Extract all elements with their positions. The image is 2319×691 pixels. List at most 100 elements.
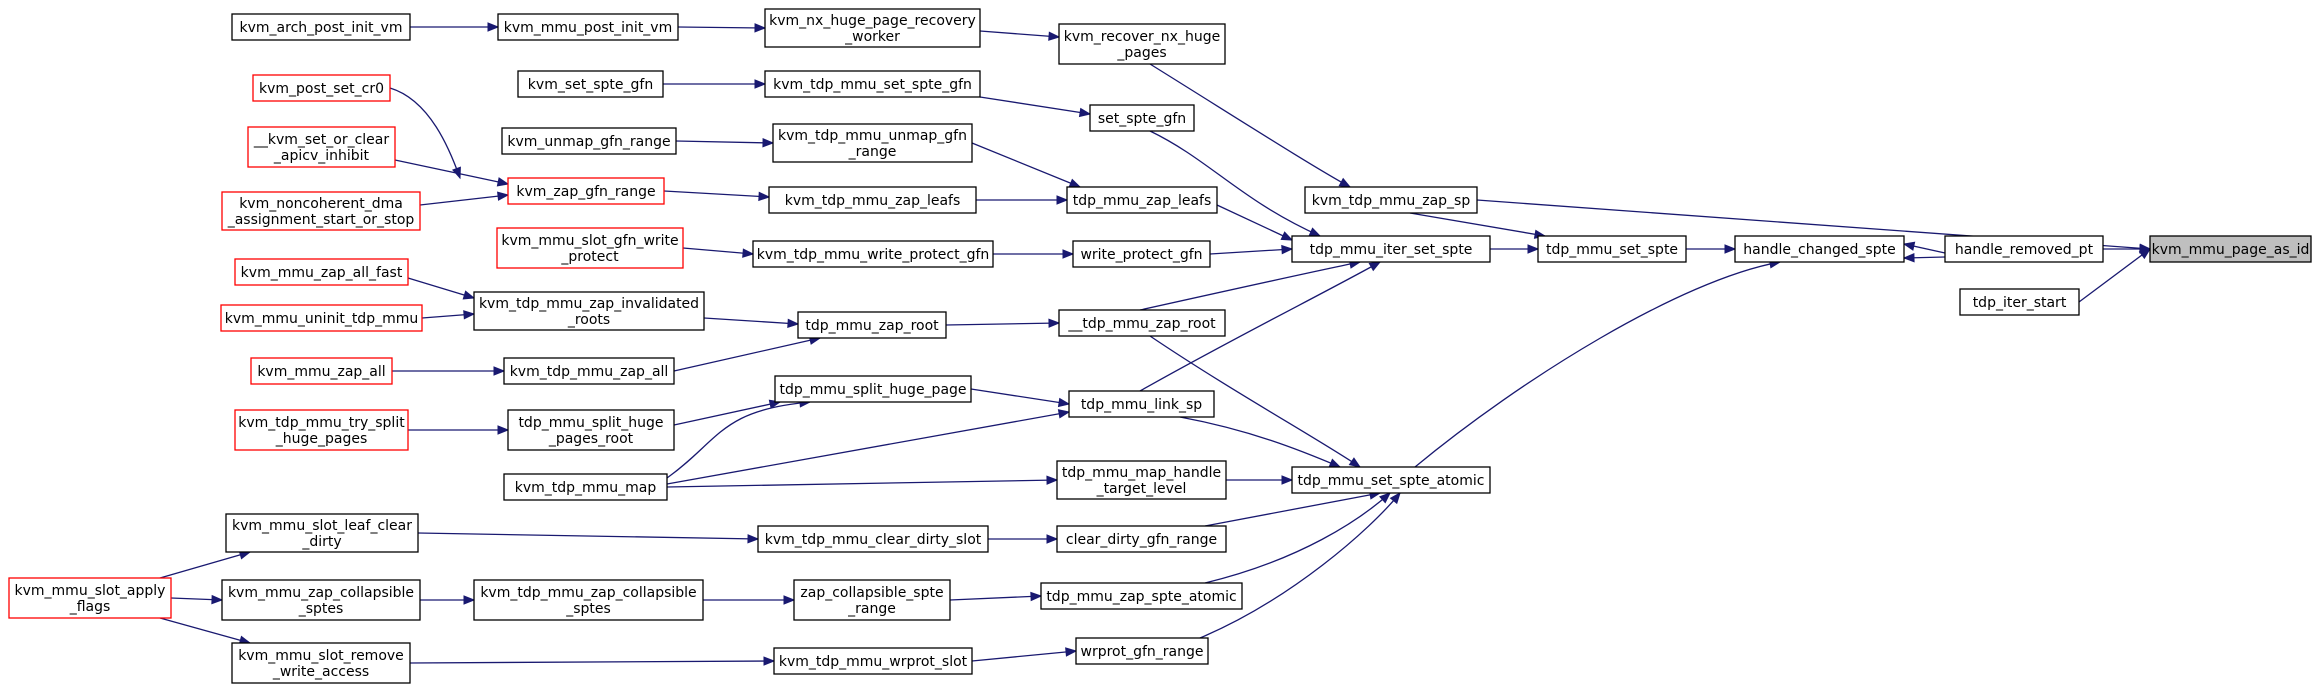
edge-apicv-to-zap_gfn_range <box>394 159 510 187</box>
node-box <box>774 375 972 403</box>
node-label: kvm_mmu_page_as_id <box>2152 242 2310 258</box>
node-box <box>507 177 665 205</box>
node-label: _dirty <box>301 534 341 550</box>
node-box <box>517 70 664 98</box>
node-split-huge-page[interactable]: tdp_mmu_split_huge_page <box>774 375 972 403</box>
node-tdp-mmu-set-spte[interactable]: tdp_mmu_set_spte <box>1537 235 1687 263</box>
node-box <box>497 13 679 41</box>
arrow-head <box>493 366 506 376</box>
node-recover-nx[interactable]: kvm_recover_nx_huge_pages <box>1058 23 1226 65</box>
node-arch-post-init[interactable]: kvm_arch_post_init_vm <box>231 13 411 41</box>
node-clear-dirty[interactable]: clear_dirty_gfn_range <box>1056 525 1227 553</box>
node-box <box>1089 104 1195 132</box>
node-tdp-zap-collapsible[interactable]: kvm_tdp_mmu_zap_collapsible_sptes <box>473 579 704 621</box>
node-kvm-set-spte-gfn[interactable]: kvm_set_spte_gfn <box>517 70 664 98</box>
arrow-head <box>783 595 796 605</box>
edge-line <box>675 140 774 144</box>
node-try-split[interactable]: kvm_tdp_mmu_try_split_huge_pages <box>234 409 409 451</box>
edge-line <box>1216 204 1293 241</box>
edge-line <box>1209 248 1293 255</box>
node-slot-remove-wa[interactable]: kvm_mmu_slot_remove_write_access <box>231 642 411 684</box>
arrow-head <box>1389 491 1401 505</box>
arrow-head <box>1281 244 1294 255</box>
node-tdp-zap-all[interactable]: kvm_tdp_mmu_zap_all <box>503 357 675 385</box>
edge-line <box>1204 492 1381 527</box>
node-box <box>1056 525 1227 553</box>
node-tdp-mmu-set-spte-atomic[interactable]: tdp_mmu_set_spte_atomic <box>1291 466 1491 494</box>
edge-line <box>417 532 759 540</box>
edge-tdp_write_protect-to-write_protect_gfn <box>993 249 1075 259</box>
edge-wrprot_gfn-to-tdp_mmu_set_spte_atomic <box>1199 491 1401 639</box>
edge-mmu_zap_collapsible-to-tdp_zap_collapsible <box>420 595 476 605</box>
node-slot-gfn-wp[interactable]: kvm_mmu_slot_gfn_write_protect <box>496 227 684 269</box>
node-zap-root[interactable]: tdp_mmu_zap_root <box>797 311 947 339</box>
node-tdp-map[interactable]: kvm_tdp_mmu_map <box>503 473 668 501</box>
node-split-root[interactable]: tdp_mmu_split_huge_pages_root <box>507 409 675 451</box>
node-zap-all[interactable]: kvm_mmu_zap_all <box>250 357 393 385</box>
node-write-protect-gfn[interactable]: write_protect_gfn <box>1072 240 1211 268</box>
node-tdp-unmap[interactable]: kvm_tdp_mmu_unmap_gfn_range <box>772 123 973 163</box>
node-handle-changed-spte[interactable]: handle_changed_spte <box>1734 235 1905 263</box>
node-box <box>250 357 393 385</box>
node-set-spte-gfn[interactable]: set_spte_gfn <box>1089 104 1195 132</box>
node-zap-root[interactable]: __tdp_mmu_zap_root <box>1058 309 1226 337</box>
node-zap-invalidated[interactable]: kvm_tdp_mmu_zap_invalidated_roots <box>473 291 705 331</box>
arrow-head <box>1056 195 1069 205</box>
node-mmu-zap-collapsible[interactable]: kvm_mmu_zap_collapsible_sptes <box>221 579 421 621</box>
node-apicv[interactable]: __kvm_set_or_clear_apicv_inhibit <box>247 126 396 168</box>
node-noncoherent[interactable]: kvm_noncoherent_dma_assignment_start_or_… <box>221 191 421 231</box>
arrow-head <box>1328 458 1342 468</box>
node-handle-removed-pt[interactable]: handle_removed_pt <box>1944 235 2104 263</box>
node-zap-leafs[interactable]: tdp_mmu_zap_leafs <box>1066 186 1218 214</box>
node-tdp-zap-leafs[interactable]: kvm_tdp_mmu_zap_leafs <box>768 186 977 214</box>
edge-line <box>663 190 770 198</box>
node-zap-all-fast[interactable]: kvm_mmu_zap_all_fast <box>234 258 409 286</box>
node-tdp-write-protect[interactable]: kvm_tdp_mmu_write_protect_gfn <box>752 240 994 268</box>
node-zap-collapsible[interactable]: zap_collapsible_spte_range <box>793 579 951 621</box>
node-apply-flags[interactable]: kvm_mmu_slot_apply_flags <box>8 577 172 619</box>
node-zap-gfn-range[interactable]: kvm_zap_gfn_range <box>507 177 665 205</box>
node-label: kvm_nx_huge_page_recovery <box>769 13 976 29</box>
node-uninit-tdp[interactable]: kvm_mmu_uninit_tdp_mmu <box>220 304 423 332</box>
node-tdp-set-spte-gfn[interactable]: kvm_tdp_mmu_set_spte_gfn <box>764 70 981 98</box>
node-mmu-post-init[interactable]: kvm_mmu_post_init_vm <box>497 13 679 41</box>
node-tdp-wrprot[interactable]: kvm_tdp_mmu_wrprot_slot <box>773 647 973 675</box>
node-label: _protect <box>560 249 619 265</box>
node-box <box>8 577 172 619</box>
edge-line <box>673 337 821 372</box>
arrow-head <box>1902 253 1915 263</box>
node-tdp-mmu-zap-sp[interactable]: kvm_tdp_mmu_zap_sp <box>1304 186 1478 214</box>
node-wrprot-gfn[interactable]: wrprot_gfn_range <box>1075 637 1209 665</box>
edge-split_root-to-split_huge_page <box>673 399 782 426</box>
node-nx-worker[interactable]: kvm_nx_huge_page_recovery_worker <box>764 8 981 48</box>
node-tdp-iter-start[interactable]: tdp_iter_start <box>1959 288 2080 316</box>
node-tdp-clear-dirty[interactable]: kvm_tdp_mmu_clear_dirty_slot <box>757 525 989 553</box>
node-post-set-cr0[interactable]: kvm_post_set_cr0 <box>252 74 391 102</box>
arrow-head <box>1348 457 1362 468</box>
node-label: __tdp_mmu_zap_root <box>1067 316 1216 332</box>
node-zap-spte-atomic[interactable]: tdp_mmu_zap_spte_atomic <box>1040 582 1243 610</box>
node-box <box>1959 288 2080 316</box>
edge-line <box>677 26 766 29</box>
edge-line <box>666 479 1058 488</box>
node-tdp-mmu-iter-set-spte[interactable]: tdp_mmu_iter_set_spte <box>1291 235 1491 263</box>
node-leaf-clear[interactable]: kvm_mmu_slot_leaf_clear_dirty <box>225 513 419 553</box>
node-label: kvm_tdp_mmu_wrprot_slot <box>779 654 968 670</box>
node-label: kvm_mmu_slot_remove <box>238 648 404 664</box>
node-unmap-range[interactable]: kvm_unmap_gfn_range <box>501 127 677 155</box>
node-label: kvm_mmu_zap_all_fast <box>241 265 403 281</box>
node-label: tdp_mmu_map_handle <box>1062 465 1221 481</box>
node-link-sp[interactable]: tdp_mmu_link_sp <box>1068 390 1215 418</box>
arrow-head <box>754 23 767 33</box>
node-label: kvm_mmu_zap_collapsible <box>228 585 414 601</box>
node-label: _roots <box>567 312 610 328</box>
node-label: kvm_tdp_mmu_zap_sp <box>1312 193 1471 209</box>
edge-split_huge_page-to-link_sp <box>970 388 1071 408</box>
edge-zap_spte_atomic-to-tdp_mmu_set_spte_atomic <box>1204 492 1392 584</box>
node-label: write_protect_gfn <box>1080 247 1202 263</box>
arrow-head <box>1078 107 1092 118</box>
node-box <box>247 126 396 168</box>
node-map-handle[interactable]: tdp_mmu_map_handle_target_level <box>1056 460 1227 500</box>
node-label: tdp_mmu_zap_spte_atomic <box>1046 589 1236 605</box>
node-as-id[interactable]: kvm_mmu_page_as_id <box>2149 235 2312 263</box>
